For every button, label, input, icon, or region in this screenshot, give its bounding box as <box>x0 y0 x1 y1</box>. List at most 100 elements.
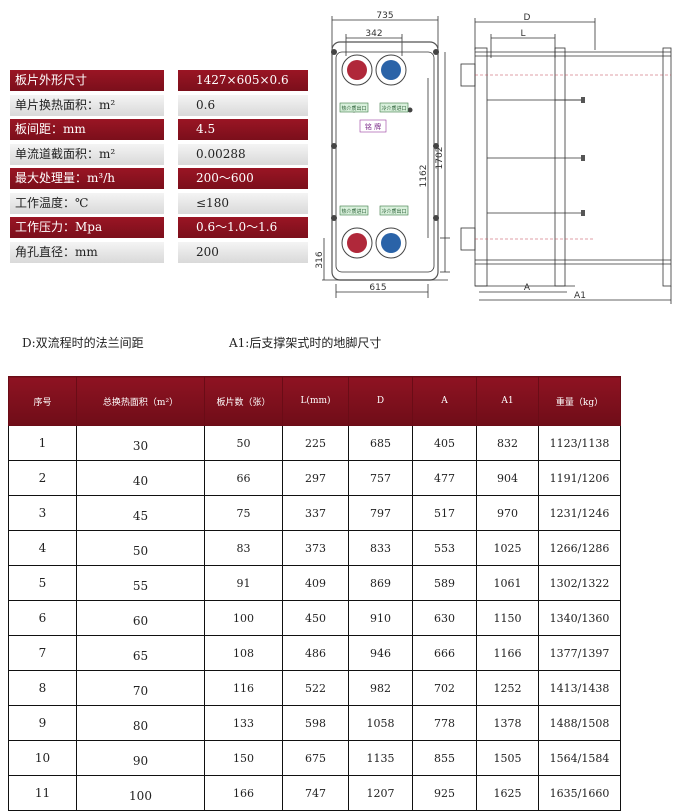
table-cell: 797 <box>348 495 413 531</box>
table-cell: 7 <box>8 635 77 671</box>
spec-label: 板间距：mm <box>10 119 164 140</box>
table-cell: 477 <box>412 460 477 496</box>
table-cell: 70 <box>76 670 205 706</box>
side-dim-D: D <box>524 13 531 23</box>
table-cell: 297 <box>282 460 349 496</box>
spec-value: 0.00288 <box>178 143 308 165</box>
table-cell: 10 <box>8 740 77 776</box>
table-cell: 553 <box>412 530 477 566</box>
table-cell: 1252 <box>476 670 539 706</box>
spec-label: 角孔直径：mm <box>10 241 164 263</box>
table-cell: 1625 <box>476 775 539 811</box>
side-dim-A: A <box>524 283 531 293</box>
side-dim-A1: A1 <box>574 291 586 301</box>
dim-342: 342 <box>365 29 382 39</box>
table-cell: 1635/1660 <box>538 775 621 811</box>
table-cell: 666 <box>412 635 477 671</box>
note-a1: A1:后支撑架式时的地脚尺寸 <box>229 336 382 350</box>
table-cell: 9 <box>8 705 77 741</box>
table-cell: 116 <box>204 670 283 706</box>
table-cell: 832 <box>476 425 539 461</box>
table-cell: 1340/1360 <box>538 600 621 636</box>
note-d: D:双流程时的法兰间距 <box>22 336 144 350</box>
table-cell: 757 <box>348 460 413 496</box>
table-cell: 855 <box>412 740 477 776</box>
table-cell: 5 <box>8 565 77 601</box>
table-cell: 1231/1246 <box>538 495 621 531</box>
dim-316: 316 <box>315 251 325 268</box>
table-cell: 925 <box>412 775 477 811</box>
table-cell: 517 <box>412 495 477 531</box>
port-label-cold-in: 冷介质进口 <box>381 105 406 112</box>
spec-label: 工作温度：℃ <box>10 192 164 214</box>
table-cell: 1166 <box>476 635 539 671</box>
table-cell: 982 <box>348 670 413 706</box>
dim-1162: 1162 <box>419 165 429 188</box>
table-cell: 3 <box>8 495 77 531</box>
table-cell: 1302/1322 <box>538 565 621 601</box>
table-cell: 1025 <box>476 530 539 566</box>
spec-value: 0.6 <box>178 94 308 116</box>
table-cell: 522 <box>282 670 349 706</box>
table-cell: 1135 <box>348 740 413 776</box>
spec-value: ≤180 <box>178 192 308 214</box>
side-view-drawing: D L A A1 <box>460 13 672 304</box>
spec-label: 单片换热面积：m² <box>10 94 164 116</box>
dim-1702: 1702 <box>435 147 445 170</box>
table-cell: 6 <box>8 600 77 636</box>
table-cell: 108 <box>204 635 283 671</box>
table-cell: 45 <box>76 495 205 531</box>
dim-615: 615 <box>369 283 386 293</box>
table-cell: 100 <box>76 775 205 811</box>
table-cell: 373 <box>282 530 349 566</box>
table-cell: 1123/1138 <box>538 425 621 461</box>
table-cell: 1207 <box>348 775 413 811</box>
table-cell: 589 <box>412 565 477 601</box>
table-cell: 1377/1397 <box>538 635 621 671</box>
table-cell: 60 <box>76 600 205 636</box>
table-cell: 90 <box>76 740 205 776</box>
table-cell: 50 <box>76 530 205 566</box>
table-cell: 1058 <box>348 705 413 741</box>
table-header-cell: 重量（kg） <box>538 376 621 426</box>
table-header-cell: D <box>348 376 413 426</box>
spec-value: 200～600 <box>178 168 308 189</box>
table-cell: 1413/1438 <box>538 670 621 706</box>
table-cell: 946 <box>348 635 413 671</box>
spec-value: 4.5 <box>178 119 308 140</box>
table-header-cell: 序号 <box>8 376 77 426</box>
dim-735: 735 <box>376 11 393 21</box>
port-label-cold-out: 冷介质出口 <box>381 208 406 215</box>
table-header-cell: A <box>412 376 477 426</box>
table-cell: 675 <box>282 740 349 776</box>
table-cell: 747 <box>282 775 349 811</box>
front-view-drawing: 热介质出口 冷介质进口 热介质进口 冷介质出口 铭 牌 735 342 615 … <box>315 11 450 298</box>
table-cell: 65 <box>76 635 205 671</box>
table-cell: 450 <box>282 600 349 636</box>
table-cell: 1505 <box>476 740 539 776</box>
table-cell: 166 <box>204 775 283 811</box>
nameplate: 铭 牌 <box>365 122 381 131</box>
table-header-cell: L(mm) <box>282 376 349 426</box>
spec-value: 200 <box>178 241 308 263</box>
table-cell: 75 <box>204 495 283 531</box>
table-cell: 1 <box>8 425 77 461</box>
port-label-hot-out: 热介质出口 <box>341 105 366 112</box>
table-cell: 778 <box>412 705 477 741</box>
table-cell: 133 <box>204 705 283 741</box>
table-cell: 1488/1508 <box>538 705 621 741</box>
table-cell: 1150 <box>476 600 539 636</box>
table-cell: 1266/1286 <box>538 530 621 566</box>
table-cell: 11 <box>8 775 77 811</box>
table-cell: 91 <box>204 565 283 601</box>
spec-label: 单流道截面积：m² <box>10 143 164 165</box>
